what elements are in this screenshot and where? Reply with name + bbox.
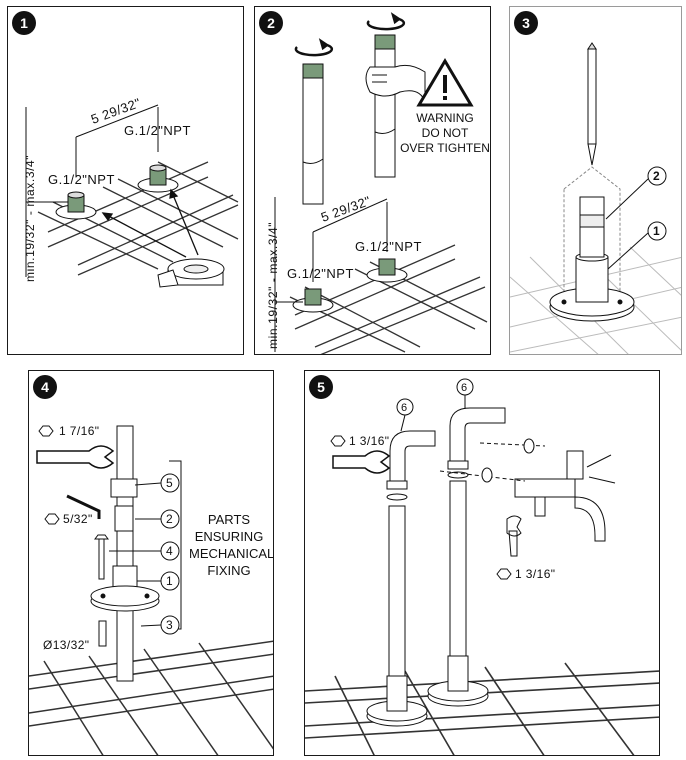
step-5-badge: 5	[309, 375, 333, 399]
step-2-height-dimension: min.19/32" - max.3/4"	[266, 222, 280, 349]
left-wall-fitting	[55, 191, 97, 220]
step-5-panel: 6 6 1 3/16" 1 3/16" 5	[304, 370, 660, 756]
rotate-icons	[294, 12, 406, 57]
parts-line-4: FIXING	[207, 563, 251, 578]
parts-line-2: ENSURING	[194, 529, 264, 544]
step-2-badge: 2	[259, 11, 283, 35]
step-5-drawing: 6 6 1 3/16" 1 3/16"	[305, 378, 659, 755]
step-2-panel: 5 29/32" G.1/2"NPT G.1/2"NPT min.19/32" …	[254, 6, 491, 355]
callout-2: 2	[166, 512, 173, 526]
warning-line-1: WARNING	[416, 111, 474, 125]
dimension-lines	[25, 104, 159, 277]
callout-leaders	[38, 425, 180, 635]
dimension-lines	[274, 197, 388, 352]
step-1-drawing: 5 29/32" G.1/2"NPT G.1/2"NPT min.19/32" …	[23, 95, 239, 288]
step-1-thread-right: G.1/2"NPT	[124, 123, 191, 138]
wrench-size-left: 1 3/16"	[349, 434, 389, 448]
callout-3: 3	[166, 618, 173, 632]
callout-markers	[330, 378, 512, 580]
right-wall-fitting	[366, 258, 408, 283]
callout-1: 1	[166, 574, 173, 588]
wrench-icon	[36, 445, 115, 469]
hand-icon	[365, 64, 426, 103]
wall-anchor-icon	[98, 620, 107, 647]
right-wall-fitting	[137, 164, 179, 193]
wrench-size-right: 1 3/16"	[515, 567, 555, 581]
warning-icon	[416, 58, 474, 107]
callout-6-left: 6	[401, 402, 407, 414]
callout-6-right: 6	[461, 382, 467, 394]
warning-line-3: OVER TIGHTEN	[400, 141, 490, 155]
step-1-thread-left: G.1/2"NPT	[48, 172, 115, 187]
step-1-panel: 5 29/32" G.1/2"NPT G.1/2"NPT min.19/32" …	[7, 6, 244, 355]
hex-key-size: 5/32"	[63, 512, 93, 526]
pipe-column	[90, 425, 160, 682]
step-2-width-dimension: 5 29/32"	[319, 193, 373, 225]
callout-1: 1	[653, 224, 660, 238]
parts-line-1: PARTS	[207, 512, 251, 527]
callout-5: 5	[166, 476, 173, 490]
pencil-projection	[563, 166, 621, 298]
step-2-drawing: 5 29/32" G.1/2"NPT G.1/2"NPT min.19/32" …	[266, 12, 488, 354]
left-wall-fitting	[292, 288, 334, 313]
wrench-right-icon	[506, 515, 522, 557]
hex-key-icon	[66, 494, 101, 519]
screw-icon	[94, 534, 109, 580]
step-1-height-dimension: min.19/32" - max.3/4"	[23, 155, 37, 282]
callout-2: 2	[653, 169, 660, 183]
ptfe-tape-roll	[157, 258, 225, 288]
step-3-badge: 3	[514, 11, 538, 35]
pipe-sleeve	[575, 196, 609, 303]
step-4-badge: 4	[33, 375, 57, 399]
tape-arrows	[101, 188, 199, 258]
step-1-badge: 1	[12, 11, 36, 35]
step-4-drawing: 5 2 4 1 3 1 7/16" 5/32" Ø13/32"	[29, 424, 273, 755]
warning-text: WARNING DO NOT OVER TIGHTEN	[395, 111, 490, 156]
step-2-thread-left: G.1/2"NPT	[287, 266, 354, 281]
pipe-left	[302, 63, 324, 205]
left-column	[366, 430, 436, 727]
step-3-panel: 2 1 3	[509, 6, 682, 355]
step-2-thread-right: G.1/2"NPT	[355, 239, 422, 254]
callout-4: 4	[166, 544, 173, 558]
parts-line-3: MECHANICAL	[189, 546, 274, 561]
step-4-panel: 5 2 4 1 3 1 7/16" 5/32" Ø13/32" 4 PARTS …	[28, 370, 274, 756]
faucet-body	[514, 450, 616, 542]
wrench-icon	[332, 450, 391, 474]
pipe-right	[374, 34, 396, 178]
floor-tiles	[305, 662, 659, 755]
washers	[386, 438, 546, 501]
pencil-icon	[587, 42, 597, 166]
warning-line-2: DO NOT	[421, 126, 469, 140]
right-column	[427, 407, 506, 707]
callout-leaders	[605, 166, 667, 270]
drill-size: Ø13/32"	[43, 638, 89, 652]
step-3-drawing: 2 1	[510, 42, 681, 354]
parts-text: PARTS ENSURING MECHANICAL FIXING	[189, 511, 274, 579]
floor-tiles	[29, 640, 273, 755]
wrench-size: 1 7/16"	[59, 424, 99, 438]
